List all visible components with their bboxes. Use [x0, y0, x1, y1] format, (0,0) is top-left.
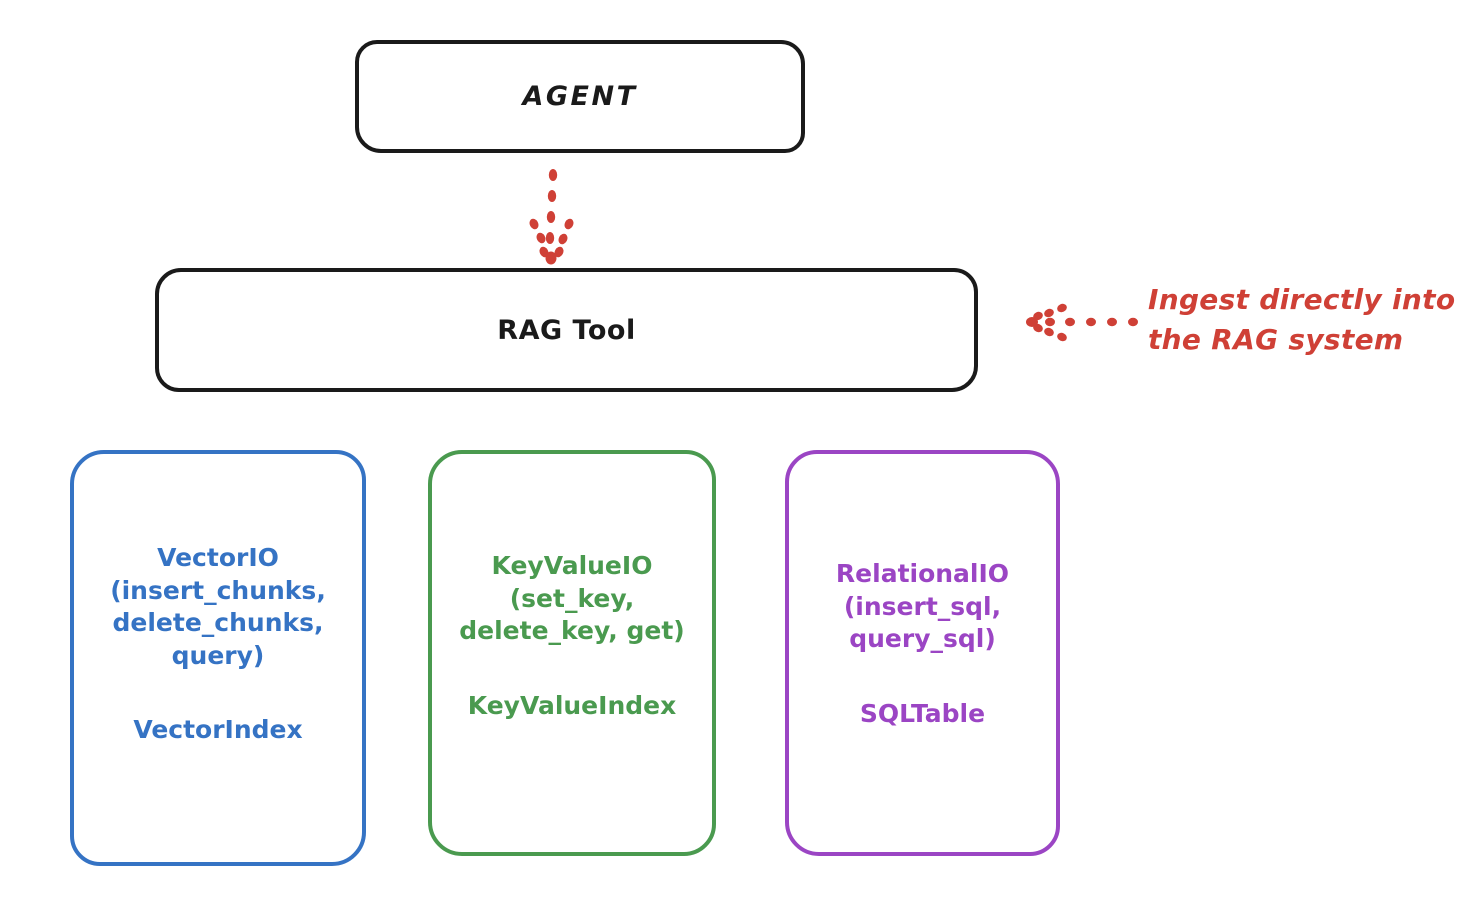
provider-card-vector[interactable]: VectorIO (insert_chunks, delete_chunks, …	[70, 450, 366, 866]
provider-card-relational[interactable]: RelationalIO (insert_sql, query_sql) SQL…	[785, 450, 1060, 856]
provider-relational-index-label: SQLTable	[859, 698, 986, 728]
provider-keyvalue-index-label: KeyValueIndex	[467, 690, 677, 720]
provider-vector-index-label: VectorIndex	[133, 715, 303, 744]
provider-keyvalue-api-label: KeyValueIO (set_key, delete_key, get)	[459, 551, 685, 645]
agent-node-label: AGENT	[522, 81, 638, 112]
rag-tool-node[interactable]: RAG Tool	[155, 268, 978, 392]
agent-node[interactable]: AGENT	[355, 40, 805, 153]
provider-card-keyvalue[interactable]: KeyValueIO (set_key, delete_key, get) Ke…	[428, 450, 716, 856]
provider-vector-api-label: VectorIO (insert_chunks, delete_chunks, …	[110, 543, 326, 670]
rag-tool-node-label: RAG Tool	[497, 314, 636, 346]
provider-relational-api-label: RelationalIO (insert_sql, query_sql)	[835, 559, 1010, 653]
ingest-annotation-text: Ingest directly into the RAG system	[1148, 283, 1456, 356]
